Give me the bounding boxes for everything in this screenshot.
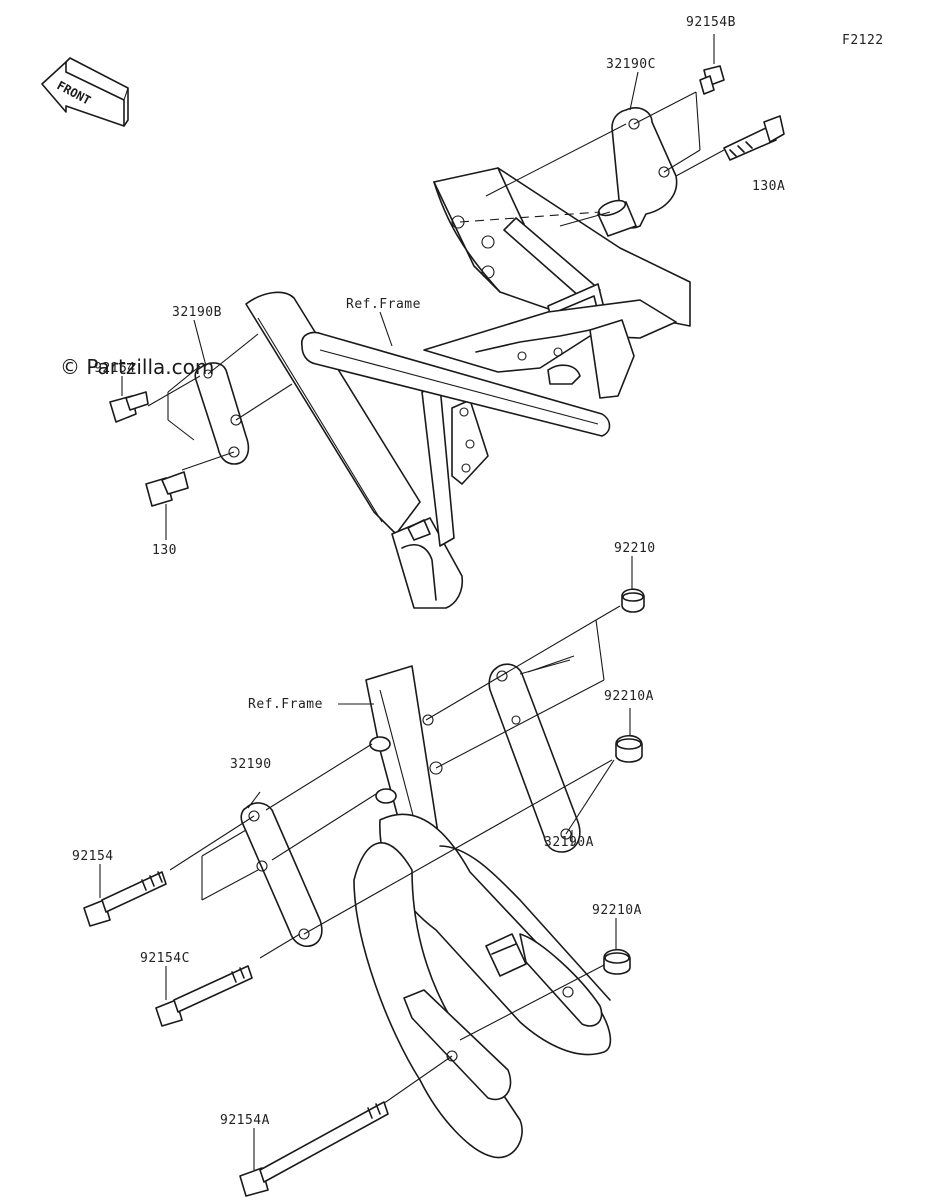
label-92154a: 92154A: [220, 1113, 270, 1128]
label-92210a-upper: 92210A: [604, 689, 654, 704]
lower-frame-drawing: Ref.Frame: [248, 665, 612, 1159]
label-92154: 92154: [72, 849, 114, 864]
nut-92210a-lower-icon: [603, 948, 631, 975]
bolt-92154-icon: [83, 871, 167, 927]
collar-upper-icon: [369, 736, 391, 752]
bracket-32190b: [194, 362, 250, 465]
label-92210a-lower: 92210A: [592, 903, 642, 918]
bracket-32190c: [597, 107, 678, 237]
label-130a: 130A: [752, 179, 785, 194]
figure-code: F2122: [842, 33, 884, 48]
label-92154b: 92154B: [686, 15, 736, 30]
bolt-92154-upper-icon: [109, 391, 149, 423]
label-92154-upper: 92154: [94, 361, 136, 376]
label-130: 130: [152, 543, 177, 558]
label-32190c: 32190C: [606, 57, 656, 72]
bolt-92154c-icon: [155, 965, 253, 1027]
nut-92210-icon: [621, 588, 645, 613]
label-92154c: 92154C: [140, 951, 190, 966]
bracket-32190a: [488, 655, 581, 853]
front-arrow-icon: FRONT: [41, 57, 129, 127]
nut-92210a-upper-icon: [615, 734, 643, 763]
bolt-92154a-icon: [239, 1101, 389, 1197]
watermark: © Partzilla.com: [60, 355, 214, 379]
label-32190: 32190: [230, 757, 272, 772]
bolt-130a-icon: [723, 115, 785, 161]
label-32190b: 32190B: [172, 305, 222, 320]
ref-frame-label-lower: Ref.Frame: [248, 697, 323, 712]
ref-frame-label-upper: Ref.Frame: [346, 297, 421, 312]
bolt-92154b-icon: [699, 65, 725, 95]
bracket-32190: [240, 802, 323, 947]
bolt-130-icon: [145, 471, 189, 507]
label-32190a: 32190A: [544, 835, 594, 850]
collar-lower-icon: [375, 788, 397, 804]
upper-frame-drawing: Ref.Frame: [245, 167, 691, 609]
label-92210: 92210: [614, 541, 656, 556]
